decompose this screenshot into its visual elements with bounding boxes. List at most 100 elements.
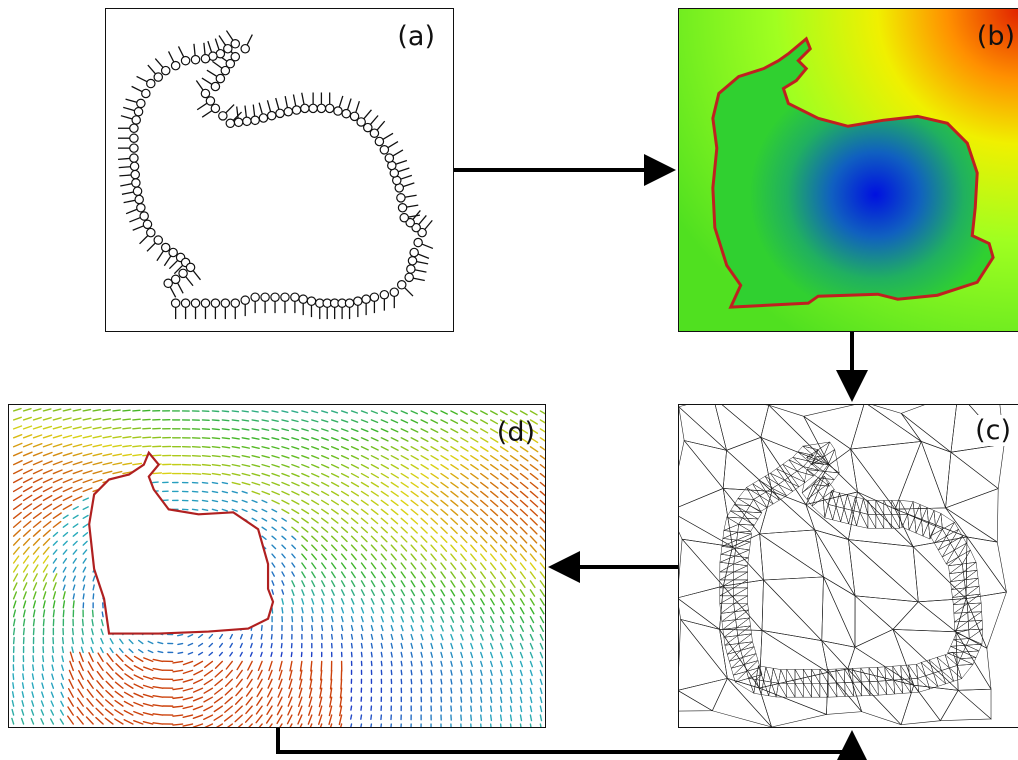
normal-sample: [118, 143, 139, 153]
normal-sample: [156, 242, 171, 262]
normal-sample: [120, 178, 141, 188]
normal-sample: [405, 210, 421, 228]
distance-field: [679, 9, 1018, 331]
normal-sample: [270, 292, 280, 314]
normal-sample: [220, 298, 231, 320]
normal-sample: [225, 30, 241, 49]
normal-sample: [280, 292, 290, 314]
normal-sample: [356, 109, 372, 127]
normal-sample: [399, 212, 421, 223]
point-cloud-normals: [118, 30, 434, 320]
normal-sample: [308, 92, 318, 114]
normal-sample: [240, 295, 250, 317]
normal-sample: [363, 115, 379, 133]
normal-sample: [190, 43, 201, 65]
normal-sample: [146, 235, 164, 252]
normal-sample: [407, 255, 429, 266]
normal-sample: [125, 202, 146, 215]
normal-sample: [250, 104, 260, 126]
normal-sample: [154, 58, 171, 76]
normal-sample: [218, 104, 235, 121]
normal-sample: [200, 42, 211, 64]
normal-sample: [196, 96, 216, 111]
normal-sample: [139, 227, 156, 245]
normal-sample: [404, 272, 425, 283]
normal-sample: [260, 292, 270, 314]
normal-sample: [333, 95, 344, 116]
normal-sample: [167, 51, 181, 71]
normal-sample: [324, 92, 335, 114]
normal-sample: [349, 100, 360, 122]
normal-sample: [177, 46, 191, 66]
normal-sample: [206, 69, 226, 84]
normal-sample: [178, 268, 194, 287]
normal-sample: [121, 186, 143, 196]
normal-sample: [163, 278, 177, 298]
normal-sample: [218, 35, 233, 54]
panel-a-label: (a): [397, 21, 435, 52]
normal-sample: [147, 64, 164, 82]
normal-samples: [118, 30, 434, 320]
normal-sample: [170, 298, 181, 320]
normal-sample: [230, 298, 241, 320]
panel-d: (d): [8, 404, 546, 728]
normal-sample: [389, 287, 400, 309]
normal-sample: [216, 53, 236, 69]
normal-sample: [258, 102, 269, 123]
normal-sample: [123, 194, 144, 205]
normal-sample: [322, 298, 332, 320]
normal-sample: [341, 98, 352, 119]
normal-sample: [369, 120, 386, 138]
normal-sample: [409, 247, 430, 259]
normal-sample: [384, 149, 404, 163]
normal-sample: [379, 141, 399, 155]
normal-sample: [163, 247, 178, 267]
normal-sample: [132, 219, 153, 231]
normal-sample: [306, 296, 317, 318]
normal-sample: [190, 298, 201, 320]
bunny-outline: [711, 36, 995, 309]
normal-sample: [129, 211, 149, 223]
normal-sample: [118, 123, 139, 134]
normal-sample: [201, 77, 221, 92]
normal-sample: [201, 103, 221, 118]
panel-d-label: (d): [496, 417, 535, 448]
normal-sample: [123, 106, 144, 117]
normal-sample: [396, 193, 417, 203]
normal-sample: [353, 296, 363, 318]
normal-sample: [283, 95, 294, 117]
normal-sample: [207, 40, 218, 61]
normal-sample: [344, 298, 355, 320]
normal-sample: [396, 280, 414, 297]
normal-sample: [118, 133, 139, 143]
normal-sample: [180, 298, 191, 320]
normal-sample: [195, 80, 211, 99]
normal-sample: [417, 219, 433, 238]
mesh-edges: [679, 405, 1007, 727]
normal-sample: [120, 115, 141, 125]
triangle-mesh: [679, 405, 1007, 727]
velocity-field: [11, 407, 545, 727]
panel-c: (c): [678, 404, 1018, 728]
normal-sample: [242, 105, 252, 127]
normal-sample: [298, 294, 308, 316]
normal-sample: [374, 132, 394, 147]
normal-sample: [185, 262, 201, 281]
bunny-obstacle: [88, 450, 275, 635]
normal-sample: [214, 38, 226, 59]
normal-sample: [290, 292, 300, 314]
normal-sample: [118, 161, 140, 172]
normal-sample: [240, 34, 253, 54]
normal-sample: [131, 85, 151, 99]
normal-sample: [361, 294, 371, 316]
normal-sample: [125, 98, 146, 109]
normal-sample: [210, 298, 221, 320]
normal-sample: [379, 289, 390, 311]
normal-sample: [233, 106, 244, 128]
normal-sample: [413, 237, 434, 250]
normal-sample: [316, 92, 327, 114]
arrow-d-to-c: [276, 728, 868, 760]
normal-sample: [411, 215, 427, 233]
normal-sample: [212, 60, 231, 76]
normal-sample: [170, 274, 184, 294]
